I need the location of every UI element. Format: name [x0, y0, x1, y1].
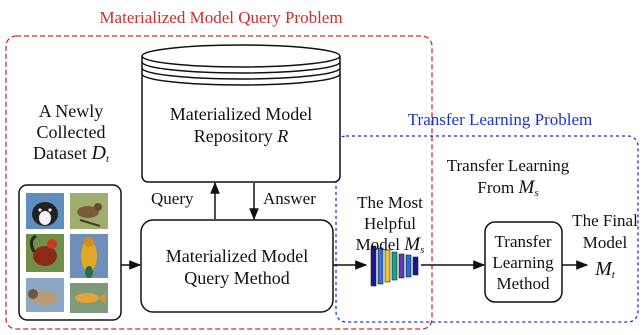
dataset-thumbnails	[26, 193, 108, 313]
network-layer	[377, 247, 384, 285]
dataset-label: A Newly Collected Dataset Dt	[33, 101, 109, 165]
transfer-problem-title: Transfer Learning Problem	[407, 110, 593, 129]
thumbnail-rooster	[26, 234, 64, 272]
thumbnail-dog	[26, 193, 64, 229]
transfer-problem-region	[335, 135, 639, 323]
transfer-method-label: Transfer Learning Method	[492, 232, 554, 293]
network-layer	[384, 249, 391, 283]
helpful-model-label: The Most Helpful Model Ms	[355, 193, 425, 256]
query-method-label: Materialized Model Query Method	[165, 246, 309, 288]
answer-edge-label: Answer	[263, 189, 316, 208]
network-layer	[412, 256, 419, 276]
repository-label: Materialized Model Repository R	[169, 104, 313, 146]
thumbnail-parrot	[70, 234, 108, 278]
transfer-from-label: Transfer Learning From Ms	[446, 156, 570, 199]
repository-cylinder	[141, 44, 341, 183]
neural-network-icon	[370, 245, 419, 287]
thumbnail-dog-lying	[26, 278, 64, 312]
network-layer	[391, 251, 398, 281]
network-layer	[398, 253, 405, 279]
network-layer	[370, 245, 377, 287]
query-problem-title: Materialized Model Query Problem	[99, 8, 343, 27]
thumbnail-bird	[70, 193, 108, 229]
thumbnail-fish	[70, 283, 108, 313]
network-layer	[405, 254, 412, 278]
query-problem-region	[5, 35, 433, 330]
query-edge-label: Query	[151, 189, 194, 208]
final-model-label: The Final Model Mt	[572, 211, 638, 281]
